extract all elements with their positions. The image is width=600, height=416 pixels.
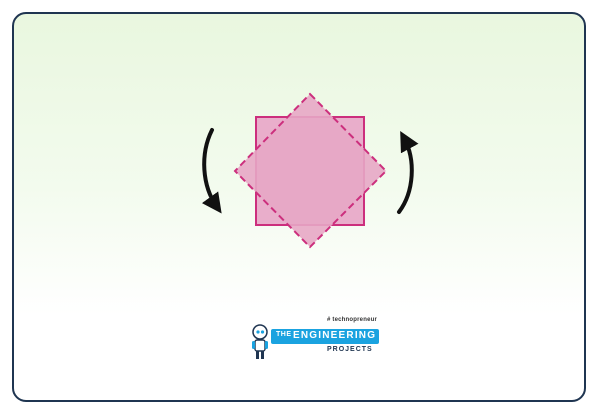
engineering-projects-logo: # technopreneur THE ENGINEERING PROJECTS bbox=[247, 317, 387, 363]
diagram-frame: # technopreneur THE ENGINEERING PROJECTS bbox=[12, 12, 586, 402]
rotation-diagram bbox=[201, 92, 419, 249]
logo-projects: PROJECTS bbox=[327, 346, 373, 353]
rotated-square bbox=[233, 92, 388, 249]
logo-engineering: ENGINEERING bbox=[293, 330, 377, 341]
logo-banner: THE ENGINEERING bbox=[271, 329, 379, 344]
logo-tagline: # technopreneur bbox=[327, 317, 378, 323]
right-rotation-arrow bbox=[397, 130, 419, 214]
logo-the: THE bbox=[276, 331, 292, 338]
robot-icon bbox=[252, 324, 268, 359]
left-rotation-arrow bbox=[201, 128, 222, 214]
